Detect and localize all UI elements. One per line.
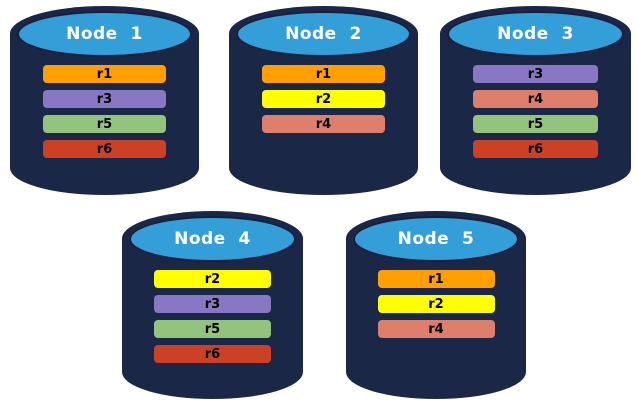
replica-label: r4: [315, 116, 332, 132]
replica-bar-r2: r2: [262, 90, 385, 108]
replica-bar-r6: r6: [43, 140, 166, 158]
replica-list: r1 r3 r5 r6: [43, 65, 166, 158]
node-title: Node 3: [497, 24, 574, 44]
replica-label: r1: [428, 271, 444, 287]
replica-label: r2: [204, 271, 221, 287]
replica-label: r2: [315, 91, 332, 107]
replica-list: r3 r4 r5 r6: [473, 65, 598, 158]
cylinder-top-face: Node 2: [236, 11, 411, 57]
cylinder-top-face: Node 4: [129, 216, 296, 262]
replica-bar-r2: r2: [153, 270, 272, 288]
replica-bar-r4: r4: [377, 320, 495, 338]
replica-label: r6: [527, 141, 544, 157]
replica-bar-r6: r6: [473, 140, 598, 158]
replica-label: r5: [96, 116, 113, 132]
replica-label: r1: [96, 66, 113, 82]
replica-list: r1 r2 r4: [377, 270, 495, 338]
replica-bar-r6: r6: [153, 345, 272, 363]
node-title: Node 1: [66, 24, 143, 44]
node-title: Node 5: [397, 229, 475, 249]
node-title: Node 4: [174, 229, 251, 249]
replica-bar-r3: r3: [473, 65, 598, 83]
database-node-3: Node 3 r3 r4 r5 r6: [440, 6, 631, 195]
replica-bar-r5: r5: [43, 115, 166, 133]
node-title: Node 2: [285, 24, 362, 44]
replica-label: r4: [428, 321, 444, 337]
database-node-2: Node 2 r1 r2 r4: [229, 6, 418, 195]
replica-list: r1 r2 r4: [262, 65, 385, 133]
replica-label: r6: [204, 346, 221, 362]
replica-bar-r2: r2: [377, 295, 495, 313]
replica-label: r1: [315, 66, 332, 82]
replica-label: r3: [527, 66, 544, 82]
cylinder-top-face: Node 3: [447, 11, 624, 57]
replica-label: r6: [96, 141, 113, 157]
replica-bar-r5: r5: [473, 115, 598, 133]
replica-bar-r5: r5: [153, 320, 272, 338]
replica-label: r3: [204, 296, 221, 312]
replica-list: r2 r3 r5 r6: [153, 270, 272, 363]
cylinder-top-face: Node 1: [17, 11, 192, 57]
replica-bar-r3: r3: [43, 90, 166, 108]
replica-bar-r1: r1: [43, 65, 166, 83]
replica-label: r4: [527, 91, 544, 107]
database-node-5: Node 5 r1 r2 r4: [346, 211, 526, 399]
database-node-4: Node 4 r2 r3 r5 r6: [122, 211, 303, 399]
database-node-1: Node 1 r1 r3 r5 r6: [10, 6, 199, 195]
replica-bar-r4: r4: [473, 90, 598, 108]
replica-label: r5: [527, 116, 544, 132]
replica-bar-r1: r1: [377, 270, 495, 288]
replica-label: r5: [204, 321, 221, 337]
cylinder-top-face: Node 5: [353, 216, 519, 262]
replica-label: r2: [428, 296, 444, 312]
replica-bar-r3: r3: [153, 295, 272, 313]
replica-label: r3: [96, 91, 113, 107]
replica-bar-r4: r4: [262, 115, 385, 133]
replica-bar-r1: r1: [262, 65, 385, 83]
